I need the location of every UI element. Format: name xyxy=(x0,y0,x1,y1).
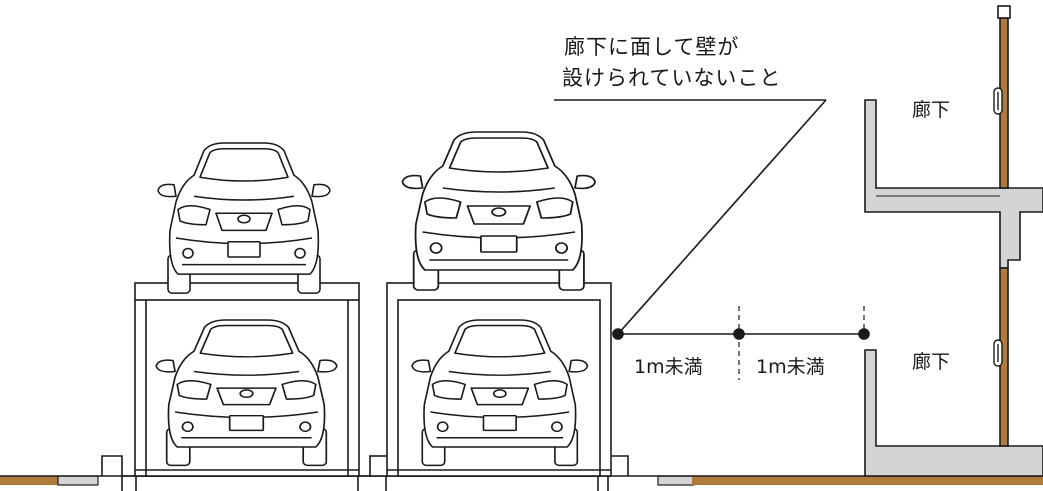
dimension-label-left: 1m未満 xyxy=(634,356,703,378)
car-upper-left xyxy=(157,142,331,294)
corridor-label-upper: 廊下 xyxy=(912,99,951,121)
ground xyxy=(0,475,1043,486)
annotation-line-2: 設けられていないこと xyxy=(562,66,782,90)
corridor-label-lower: 廊下 xyxy=(912,351,951,373)
car-upper-right xyxy=(401,131,597,291)
building-section xyxy=(864,5,1043,477)
annotation-line-1: 廊下に面して壁が xyxy=(564,35,740,59)
wall-lamp-lower xyxy=(993,339,1003,367)
dimension-label-right: 1m未満 xyxy=(756,356,825,378)
annotation-leader xyxy=(554,99,827,335)
dimension-line xyxy=(612,306,870,380)
wall-lamp-upper xyxy=(993,87,1003,115)
